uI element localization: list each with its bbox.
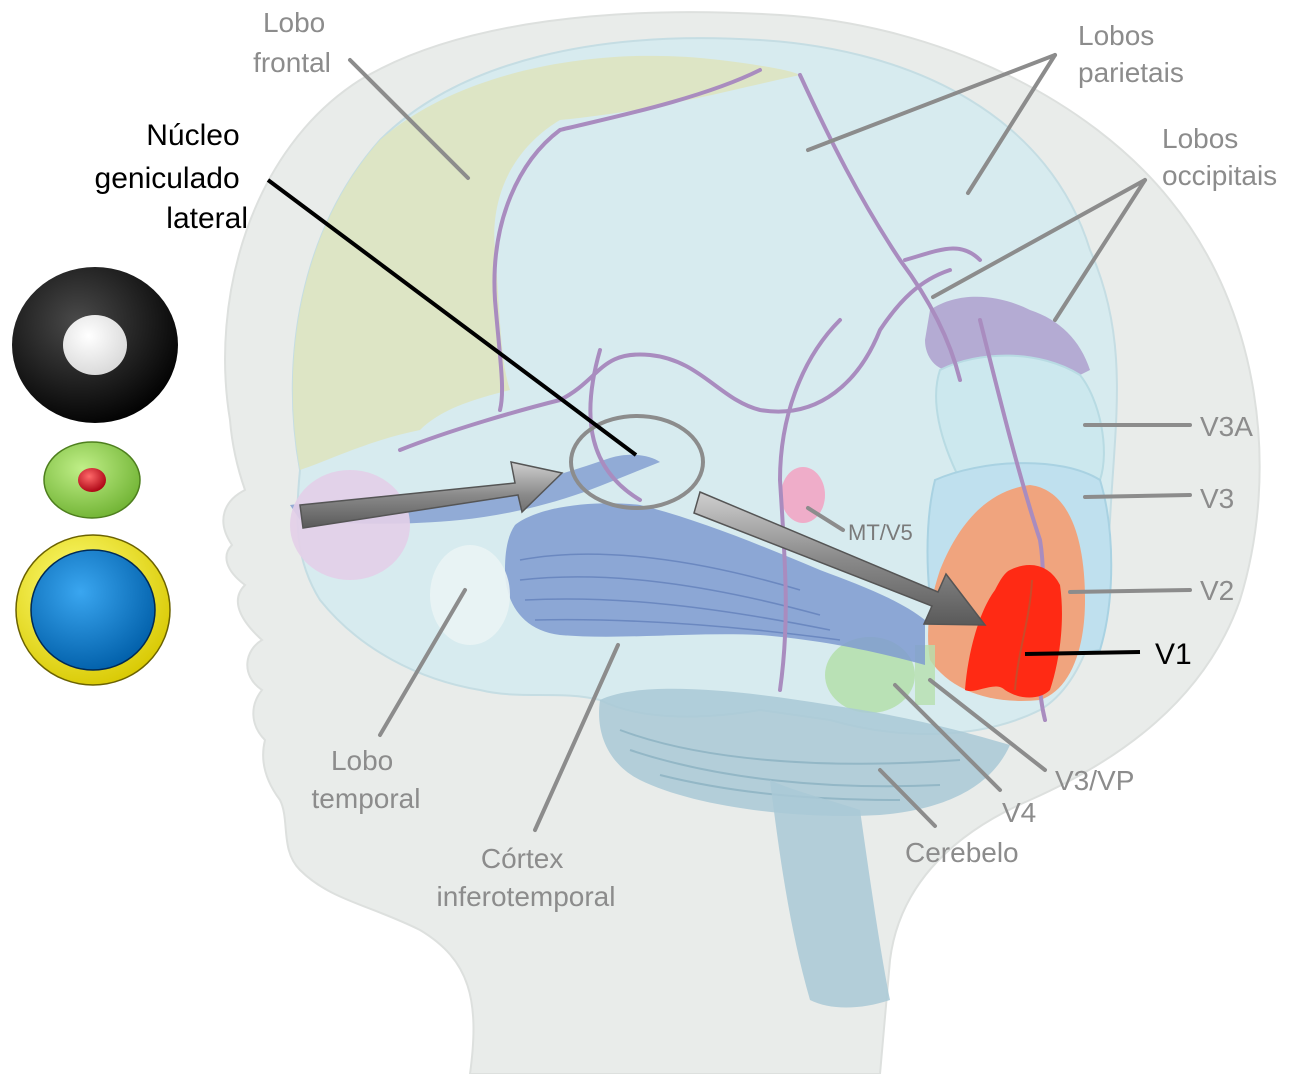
label-mt-v5: MT/V5 (848, 520, 913, 545)
on-center-receptive-field-icon (44, 442, 140, 518)
v3a-region (936, 356, 1104, 480)
label-v3: V3 (1200, 483, 1234, 514)
off-center-receptive-field-icon (12, 267, 178, 423)
label-lobo-frontal: Lobo frontal (253, 7, 333, 78)
label-v4: V4 (1002, 797, 1036, 828)
label-v1: V1 (1155, 638, 1192, 671)
label-lobos-occipitais: Lobos occipitais (1162, 123, 1277, 191)
label-v3a: V3A (1200, 411, 1253, 442)
label-v3-vp: V3/VP (1055, 765, 1134, 796)
label-nucleo-geniculado-lateral: Núcleo geniculado lateral (95, 119, 248, 235)
label-lobos-parietais: Lobos parietais (1078, 20, 1184, 88)
label-cerebelo: Cerebelo (905, 837, 1019, 868)
color-opponent-receptive-field-icon (16, 535, 170, 685)
label-v2: V2 (1200, 575, 1234, 606)
